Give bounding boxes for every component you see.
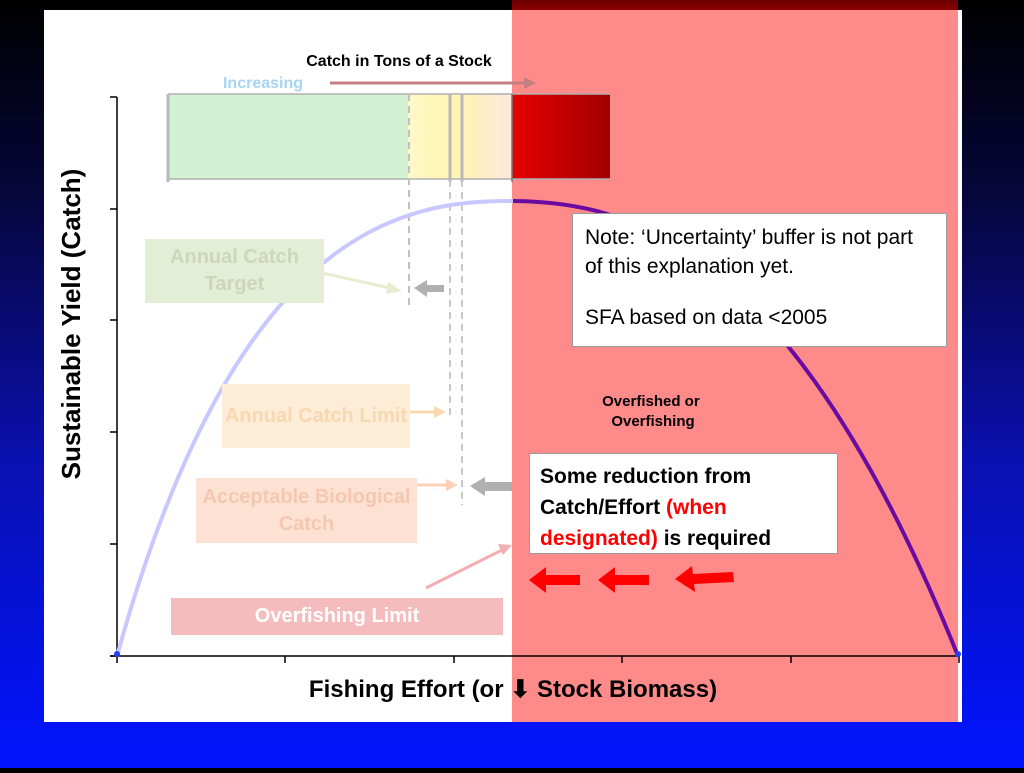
reduction-text-highlight: (when designated)	[540, 496, 727, 550]
increasing-arrow-head	[524, 77, 536, 89]
acl-pointer-arrowhead	[434, 406, 446, 418]
red-reduction-arrow	[598, 567, 649, 593]
abc-pointer-arrowhead	[446, 479, 458, 491]
overfished-label-line: Overfishing	[611, 413, 694, 430]
red-reduction-arrow	[675, 566, 734, 592]
catch-bar-green	[168, 94, 408, 179]
reduction-text-part2: is required	[657, 527, 772, 550]
note-box: Note: ‘Uncertainty’ buffer is not part o…	[572, 213, 947, 347]
catch-bar-red	[512, 94, 610, 179]
red-reduction-arrow	[529, 567, 580, 593]
curve-end-dot	[955, 651, 961, 657]
annual-catch-limit-label: Annual Catch Limit	[222, 384, 410, 448]
abc-reduction-arrow	[470, 477, 512, 496]
note-line-2: SFA based on data <2005	[585, 306, 828, 329]
overfished-zone-top-band	[512, 0, 958, 10]
overfished-label: Overfished or Overfishing	[602, 393, 704, 430]
note-line-1: Note: ‘Uncertainty’ buffer is not part o…	[585, 226, 913, 278]
y-axis-label: Sustainable Yield (Catch)	[56, 169, 86, 480]
overfished-label-line: Overfished or	[602, 393, 700, 410]
acceptable-biological-catch-label: Acceptable Biological Catch	[196, 478, 417, 543]
ofl-pointer-arrow	[425, 548, 503, 590]
act-pointer-arrow	[321, 271, 391, 290]
annual-catch-target-label: Annual Catch Target	[145, 239, 324, 303]
overfishing-limit-label: Overfishing Limit	[171, 598, 503, 635]
reduction-box: Some reduction from Catch/Effort (when d…	[529, 453, 838, 554]
ofl-pointer-arrowhead	[498, 544, 512, 555]
act-pointer-arrowhead	[386, 282, 402, 294]
increasing-label: Increasing	[223, 75, 303, 92]
x-axis-label: Fishing Effort (or ⬇ Stock Biomass)	[309, 676, 717, 703]
chart-title: Catch in Tons of a Stock	[306, 53, 492, 70]
act-reduction-arrow	[414, 280, 444, 297]
curve-start-dot	[114, 651, 120, 657]
catch-bar-buffer	[408, 94, 512, 179]
reduction-text-part1: Some reduction from Catch/Effort	[540, 465, 752, 519]
